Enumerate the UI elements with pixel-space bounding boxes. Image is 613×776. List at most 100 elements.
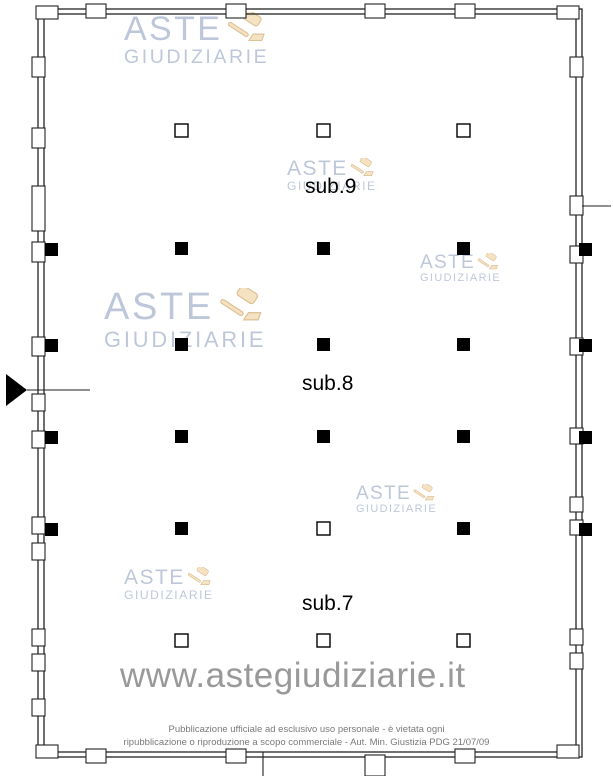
bottom-wall-windows-group [35,744,580,776]
window [31,336,46,357]
window [85,3,107,19]
outer-wall [37,8,583,758]
pillar-white [456,123,471,138]
pillar-white [456,633,471,648]
aste-watermark-left-large: ASTE GIUDIZIARIE [104,288,266,350]
gavel-icon [227,12,265,42]
gavel-icon [351,158,375,176]
window [569,195,584,216]
inner-wall [43,13,577,753]
pillar-black [317,338,330,351]
top-wall-windows-group [35,3,580,20]
watermark-url-text: www.astegiudiziarie.it [120,656,466,695]
pillar-white [174,633,189,648]
entrance-arrow-icon [6,374,27,406]
window [31,542,46,561]
window [35,5,59,20]
footer-line-2: ripubblicazione o riproduzione a scopo c… [123,737,490,748]
watermark-aste-text: ASTE [124,10,223,48]
aste-watermark-upper-middle: ASTE GIUDIZIARIE [287,158,377,193]
pillar-black [317,430,330,443]
watermark-row: ASTE [124,567,214,588]
window [31,653,46,672]
window [569,652,584,670]
walls-group [37,8,583,758]
window [569,628,584,646]
window [85,748,107,764]
window [569,56,584,78]
pillar-black [175,430,188,443]
watermark-aste-text: ASTE [420,252,475,273]
window [31,127,46,149]
wall-pillar [579,431,592,444]
window [364,754,386,776]
watermark-giudiziarie-text: GIUDIZIARIE [356,503,438,516]
watermark-row: ASTE [356,484,437,503]
window [31,628,46,647]
watermark-row: ASTE [124,12,269,46]
unit-label-sub9: sub.9 [305,175,357,198]
pillar-black [175,522,188,535]
window [31,56,46,78]
watermark-giudiziarie-text: GIUDIZIARIE [287,179,377,194]
unit-label-sub7: sub.7 [302,592,354,615]
footer-disclaimer: Pubblicazione ufficiale ad esclusivo uso… [0,723,613,749]
window [556,5,580,20]
pillar-black [457,430,470,443]
window [225,3,247,19]
window [364,3,386,19]
pillar-black [175,242,188,255]
window [225,748,247,764]
wall-pillar [45,243,58,256]
footer-line-1: Pubblicazione ufficiale ad esclusivo uso… [168,724,445,735]
watermark-giudiziarie-text: GIUDIZIARIE [124,588,214,603]
watermark-aste-text: ASTE [104,286,214,328]
window [31,241,46,263]
window [31,698,46,717]
window [31,430,46,449]
wall-pillar [579,523,592,536]
watermark-giudiziarie-text: GIUDIZIARIE [420,272,502,285]
pillar-black [175,338,188,351]
aste-watermark-right-lower: ASTE GIUDIZIARIE [356,484,437,515]
pillar-white [174,123,189,138]
wall-pillar [45,339,58,352]
pillar-black [457,338,470,351]
pillar-white [316,521,331,536]
gavel-icon [414,484,435,501]
gavel-icon [220,288,262,321]
aste-watermark-bottom-left: ASTE GIUDIZIARIE [124,567,214,602]
pillar-black [457,242,470,255]
wall-pillar [579,243,592,256]
window [31,185,46,232]
wall-pillar [579,339,592,352]
watermark-aste-text: ASTE [124,566,185,589]
aste-watermark-top-left: ASTE GIUDIZIARIE [124,12,269,68]
aste-watermark-right-middle: ASTE GIUDIZIARIE [420,253,501,284]
pillar-black [457,522,470,535]
watermark-giudiziarie-text: GIUDIZIARIE [124,46,270,69]
wall-pillars-group [45,243,592,536]
unit-label-sub8: sub.8 [302,372,354,395]
window [569,496,584,513]
window [31,393,46,412]
window [454,748,476,764]
watermark-row: ASTE [287,158,377,179]
pillar-black [317,242,330,255]
window [31,516,46,535]
watermark-row: ASTE [104,288,266,326]
watermark-aste-text: ASTE [287,157,348,180]
pillar-white [316,123,331,138]
interior-pillars-group [174,123,471,648]
window [454,3,476,19]
watermark-aste-text: ASTE [356,483,411,504]
watermark-row: ASTE [420,253,501,272]
gavel-icon [188,567,212,585]
wall-pillar [45,523,58,536]
wall-pillar [45,431,58,444]
pillar-white [316,633,331,648]
entrance-marker-group [6,374,90,406]
window [556,744,580,759]
gavel-icon [478,253,499,270]
